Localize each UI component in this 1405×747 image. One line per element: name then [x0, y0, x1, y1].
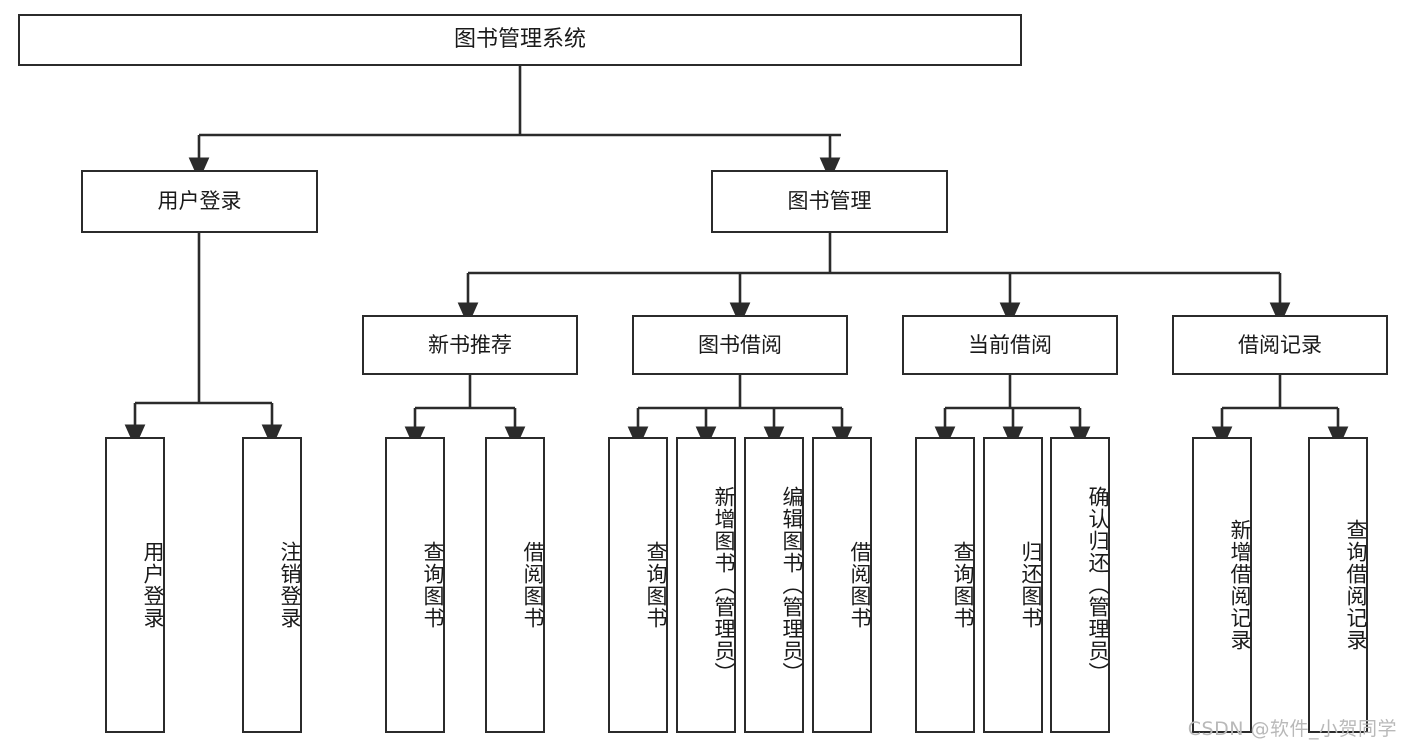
node-leaf-query-book-1[interactable]: 查询图书 — [385, 437, 445, 733]
node-book-manage[interactable]: 图书管理 — [711, 170, 948, 233]
node-new-book-rec[interactable]: 新书推荐 — [362, 315, 578, 375]
node-new-book-rec-label: 新书推荐 — [428, 332, 512, 357]
node-leaf-query-book-1-label: 查询图书 — [421, 541, 445, 629]
node-leaf-edit-book[interactable]: 编辑图书（管理员） — [744, 437, 804, 733]
node-leaf-borrow-book-2-label: 借阅图书 — [848, 541, 872, 629]
node-root-label: 图书管理系统 — [453, 27, 586, 53]
node-current-borrow-label: 当前借阅 — [968, 332, 1052, 357]
node-leaf-query-book-3[interactable]: 查询图书 — [915, 437, 975, 733]
node-leaf-add-book[interactable]: 新增图书（管理员） — [676, 437, 736, 733]
node-leaf-query-record-label: 查询借阅记录 — [1344, 519, 1368, 651]
node-leaf-add-record[interactable]: 新增借阅记录 — [1192, 437, 1252, 733]
node-leaf-add-book-label: 新增图书（管理员） — [712, 486, 736, 684]
node-leaf-logout[interactable]: 注销登录 — [242, 437, 302, 733]
node-book-borrow-label: 图书借阅 — [698, 332, 782, 357]
node-leaf-confirm-return-label: 确认归还（管理员） — [1086, 486, 1110, 684]
node-book-borrow[interactable]: 图书借阅 — [632, 315, 848, 375]
watermark-text: CSDN @软件_小贺同学 — [1187, 718, 1397, 740]
node-leaf-user-login[interactable]: 用户登录 — [105, 437, 165, 733]
node-leaf-query-book-2-label: 查询图书 — [644, 541, 668, 629]
node-borrow-record-label: 借阅记录 — [1238, 332, 1322, 357]
node-leaf-query-record[interactable]: 查询借阅记录 — [1308, 437, 1368, 733]
node-leaf-return-book[interactable]: 归还图书 — [983, 437, 1043, 733]
node-user-login-label: 用户登录 — [157, 189, 242, 214]
node-leaf-edit-book-label: 编辑图书（管理员） — [780, 486, 804, 684]
node-user-login[interactable]: 用户登录 — [81, 170, 318, 233]
node-leaf-return-book-label: 归还图书 — [1019, 541, 1043, 629]
node-leaf-borrow-book-2[interactable]: 借阅图书 — [812, 437, 872, 733]
node-root[interactable]: 图书管理系统 — [18, 14, 1022, 66]
node-leaf-add-record-label: 新增借阅记录 — [1228, 519, 1252, 651]
node-leaf-query-book-2[interactable]: 查询图书 — [608, 437, 668, 733]
node-leaf-logout-label: 注销登录 — [278, 541, 302, 629]
node-leaf-borrow-book-1[interactable]: 借阅图书 — [485, 437, 545, 733]
node-leaf-query-book-3-label: 查询图书 — [951, 541, 975, 629]
node-borrow-record[interactable]: 借阅记录 — [1172, 315, 1388, 375]
node-leaf-user-login-label: 用户登录 — [141, 541, 165, 629]
node-current-borrow[interactable]: 当前借阅 — [902, 315, 1118, 375]
node-book-manage-label: 图书管理 — [787, 189, 872, 214]
node-leaf-borrow-book-1-label: 借阅图书 — [521, 541, 545, 629]
node-leaf-confirm-return[interactable]: 确认归还（管理员） — [1050, 437, 1110, 733]
